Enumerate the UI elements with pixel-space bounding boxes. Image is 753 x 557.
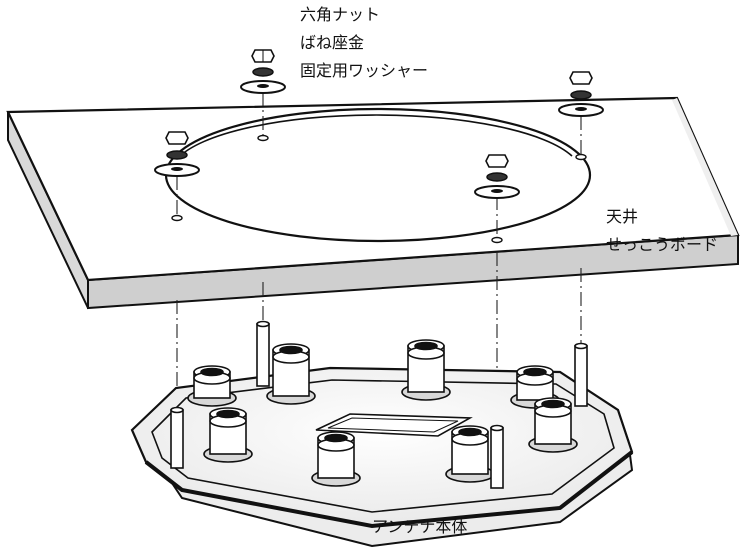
ceiling-opening	[164, 107, 592, 243]
hardware-stack	[154, 49, 604, 199]
flat-washer-icon	[240, 80, 286, 94]
callout-spring-washer: ばね座金	[300, 33, 365, 52]
callout-ceiling: 天井	[606, 207, 639, 226]
callout-antenna-body: アンテナ本体	[372, 517, 468, 536]
bolt-holes	[171, 134, 587, 244]
antenna-body	[130, 366, 634, 548]
rf-connectors	[187, 339, 578, 487]
hex-nut-icon	[251, 49, 275, 63]
callout-flat-washer: 固定用ワッシャー	[300, 61, 429, 80]
spring-washer-icon	[252, 67, 274, 77]
stud-bolts	[170, 320, 588, 489]
callout-gypsum-board: せっこうボード	[606, 235, 719, 254]
callout-hex-nut: 六角ナット	[300, 5, 381, 24]
